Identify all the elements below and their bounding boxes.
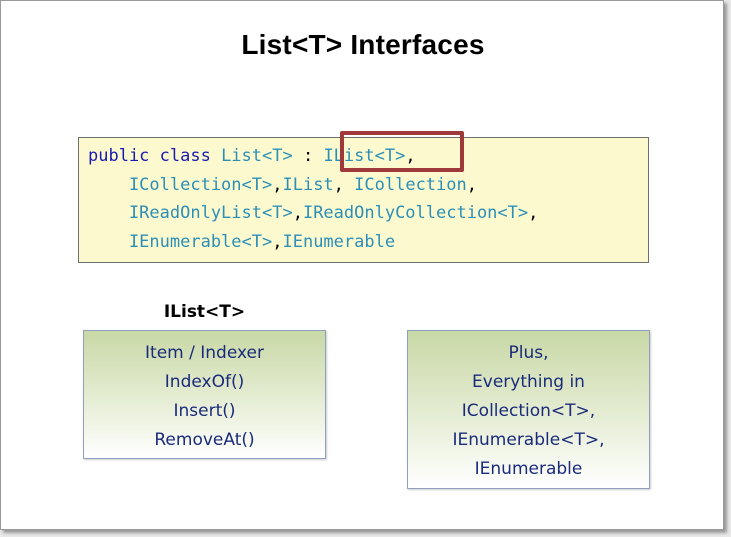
code-token: List<T> — [221, 146, 293, 166]
ilist-highlight-box — [340, 131, 464, 172]
ilist-members-box: Item / Indexer IndexOf() Insert() Remove… — [83, 330, 326, 459]
ilist-member-indexof: IndexOf() — [164, 372, 245, 392]
code-token: IEnumerable — [282, 231, 396, 252]
icollection-t-line: ICollection<T>, — [461, 401, 596, 421]
code-token: , — [466, 174, 477, 195]
slide-title: List<T> Interfaces — [241, 29, 485, 60]
plus-line: Plus, — [508, 343, 549, 363]
code-token: IReadOnlyList<T> — [88, 203, 293, 223]
ilist-label: IList<T> — [163, 302, 246, 322]
code-token: ICollection — [354, 174, 467, 195]
slide: List<T> Interfaces public class List<T> … — [0, 0, 724, 530]
everything-in-line: Everything in — [472, 372, 585, 392]
code-token: , — [528, 203, 539, 223]
code-line: IEnumerable<T>,IEnumerable — [88, 228, 648, 257]
code-token: , — [272, 231, 283, 252]
plus-everything-box: Plus, Everything in ICollection<T>, IEnu… — [407, 330, 650, 489]
code-block: public class List<T> : IList<T>, ICollec… — [78, 137, 649, 263]
code-token: , — [333, 174, 355, 195]
code-token: , — [292, 203, 303, 223]
code-line: ICollection<T>,IList, ICollection, — [88, 171, 648, 200]
ilist-member-item-indexer: Item / Indexer — [145, 343, 264, 363]
code-token: : — [292, 146, 324, 166]
ilist-member-insert: Insert() — [173, 401, 236, 421]
code-token: IReadOnlyCollection<T> — [302, 203, 529, 223]
ilist-member-removeat: RemoveAt() — [154, 430, 255, 450]
code-token: , — [272, 174, 283, 195]
ienumerable-line: IEnumerable — [474, 459, 583, 479]
code-token: public class — [88, 146, 222, 166]
ienumerable-t-line: IEnumerable<T>, — [452, 430, 605, 450]
code-token: IEnumerable<T> — [88, 231, 273, 252]
code-token: ICollection<T> — [88, 174, 273, 195]
code-line: IReadOnlyList<T>,IReadOnlyCollection<T>, — [88, 199, 648, 228]
code-token: , — [405, 146, 416, 166]
code-token: IList — [282, 174, 334, 195]
